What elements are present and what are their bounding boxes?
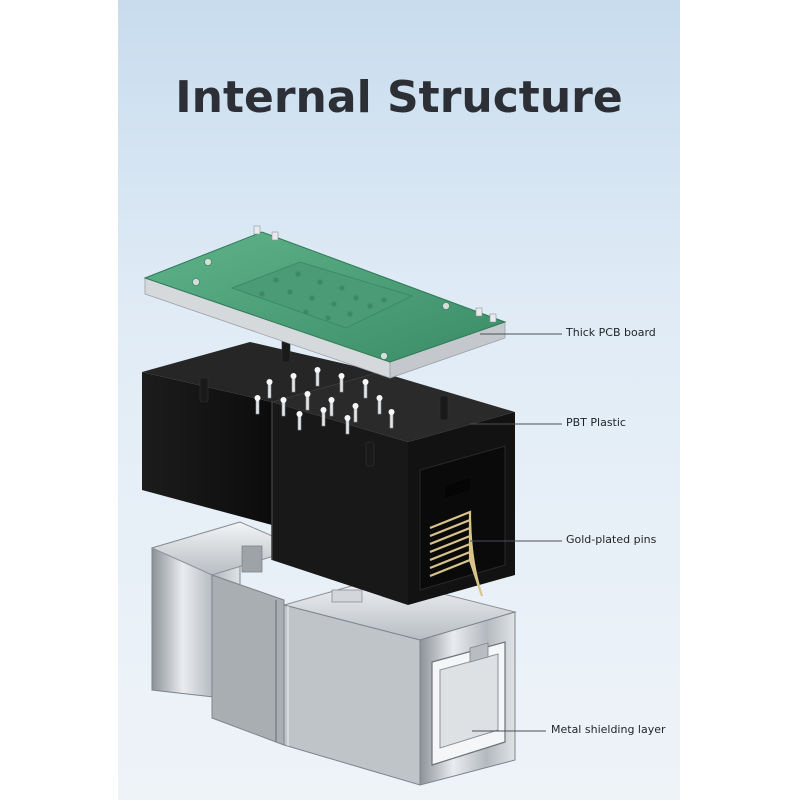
callout-pbt-plastic: PBT Plastic (566, 416, 626, 429)
metal-shield (150, 521, 517, 786)
gold-plated-pins (429, 510, 484, 597)
callout-metal-shield: Metal shielding layer (551, 723, 666, 736)
callout-leaders (470, 333, 562, 732)
pcb-board (143, 225, 507, 379)
callout-gold-pins: Gold-plated pins (566, 533, 657, 546)
top-pin-array (254, 367, 395, 435)
callout-pcb-board: Thick PCB board (566, 326, 656, 339)
page-title: Internal Structure (175, 72, 623, 123)
pbt-plastic-housing (142, 337, 515, 605)
